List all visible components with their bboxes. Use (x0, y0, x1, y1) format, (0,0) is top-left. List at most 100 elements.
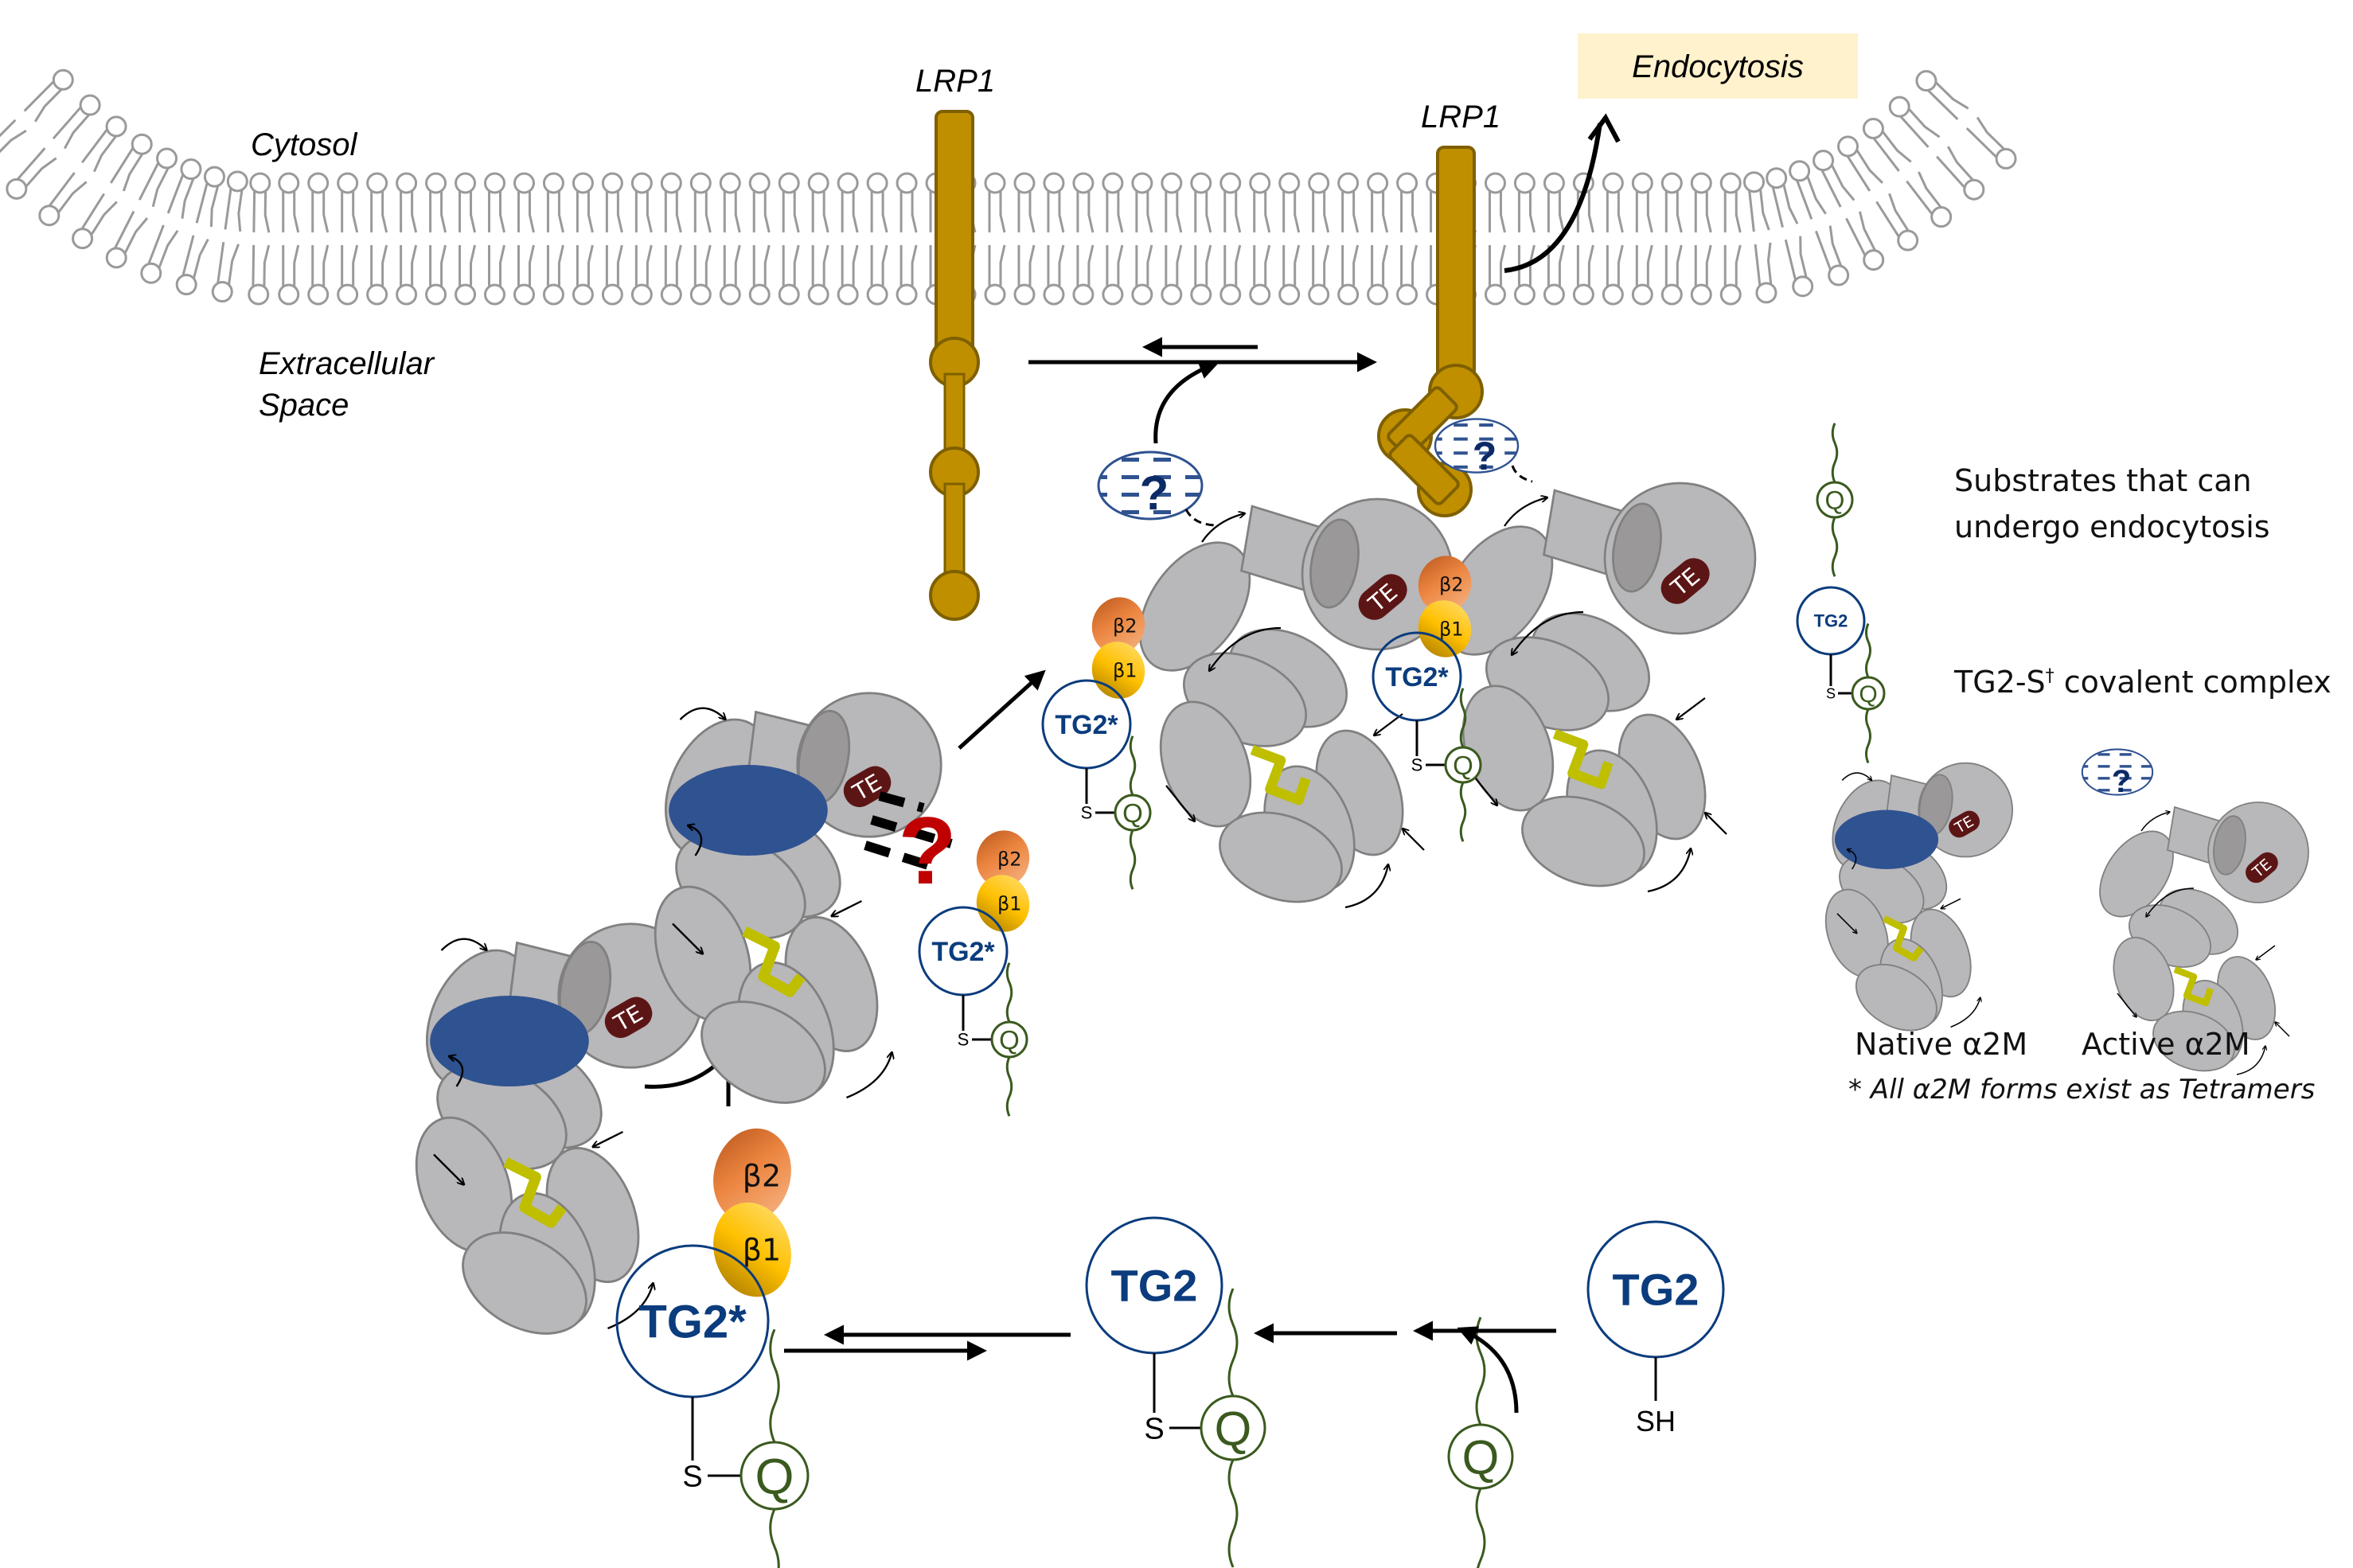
lipid (542, 172, 564, 306)
lipid (396, 172, 418, 306)
thiol-label: SH (1636, 1405, 1676, 1437)
lipid (1131, 172, 1153, 306)
lipid (1072, 172, 1095, 306)
lipid (807, 172, 829, 306)
beta1-domain (1418, 600, 1472, 657)
substrate-q-label: Q (1453, 751, 1473, 780)
tg2-label: TG2 (1613, 1265, 1699, 1315)
lrp1-label-left: LRP1 (915, 64, 995, 99)
beta2-domain (1418, 556, 1472, 614)
legend-complex-label: TG2-S† covalent complex (1953, 665, 2332, 700)
extracellular-label-line2: Space (259, 388, 349, 423)
lipid (1742, 171, 1777, 304)
sulfur-label: S (1826, 685, 1836, 701)
lipid (1836, 135, 1919, 252)
active-a2m-lrp1-bound-complex: ? (1420, 418, 1755, 902)
lipid (778, 172, 800, 306)
lipid (572, 172, 594, 306)
beta1-label: β1 (1113, 659, 1137, 681)
lipid (837, 172, 859, 306)
lipid (1513, 172, 1535, 306)
substrate-q-label: Q (999, 1025, 1020, 1055)
lipid (307, 172, 330, 306)
lipid (248, 172, 271, 306)
tg2-label: TG2* (1055, 710, 1118, 740)
lipid (1278, 172, 1301, 306)
endocytosis-arrow (1504, 123, 1602, 273)
cytosol-label: Cytosol (251, 127, 357, 162)
lipid (1308, 172, 1330, 306)
unknown-receptor-site-icon: ? (1140, 466, 1169, 520)
tg2-label: TG2* (638, 1296, 747, 1348)
lipid (719, 172, 741, 306)
lipid (866, 172, 888, 306)
lipid (72, 133, 153, 250)
substrate-q-icon: Q (990, 962, 1028, 1117)
lipid (211, 170, 248, 303)
legend-tetramer-footnote: * All α2M forms exist as Tetramers (1848, 1074, 2315, 1106)
endocytosis-box: Endocytosis (1578, 33, 1858, 99)
sulfur-label: S (958, 1030, 970, 1050)
sulfur-label: S (682, 1460, 702, 1493)
beta1-label: β1 (743, 1232, 781, 1267)
lipid (105, 147, 178, 269)
lipid (1888, 96, 1985, 201)
extracellular-label-line1: Extracellular (259, 346, 435, 381)
beta2-domain (713, 1128, 791, 1223)
substrate-q-icon: Q (1447, 1316, 1514, 1568)
tg2-label: TG2* (931, 937, 995, 967)
beta2-label: β2 (997, 848, 1022, 871)
lipid (1789, 160, 1850, 287)
beta1-label: β1 (1439, 618, 1464, 640)
lipid (1367, 172, 1389, 306)
lipid (484, 172, 506, 306)
substrate-q-icon: Q (1444, 688, 1482, 842)
lipid (1396, 172, 1418, 306)
lipid (1766, 167, 1814, 298)
legend-substrate-line1: Substrates that can (1954, 463, 2252, 498)
substrate-q-label: Q (1825, 486, 1845, 515)
lipid (1249, 172, 1271, 306)
lipid (1915, 70, 2017, 170)
native-a2m-complex (399, 924, 702, 1355)
sulfur-label: S (1081, 803, 1093, 823)
legend-substrate-line2: undergo endocytosis (1954, 509, 2270, 544)
beta2-domain (1091, 597, 1145, 655)
lipid (455, 172, 477, 306)
lipid (1013, 172, 1036, 306)
lipid (513, 172, 535, 306)
lipid (1543, 172, 1565, 306)
lipid (337, 172, 359, 306)
lrp1-label-right: LRP1 (1421, 99, 1500, 135)
lipid (366, 172, 388, 306)
lipid (601, 172, 623, 306)
substrate-q-icon: Q (1851, 622, 1886, 764)
beta2-domain (976, 830, 1030, 888)
lipid (660, 172, 682, 306)
lipid (1337, 172, 1360, 306)
lipid (1631, 172, 1653, 306)
tg2-label: TG2* (1385, 662, 1449, 692)
a2m-tg2-binding-intermediate: ? (638, 693, 957, 1124)
beta2-label: β2 (743, 1158, 781, 1193)
lipid (278, 172, 300, 306)
substrate-q-label: Q (1122, 798, 1143, 828)
substrate-q-icon: Q (1114, 735, 1152, 890)
lipid (984, 172, 1006, 306)
tg2-label: TG2 (1111, 1261, 1198, 1311)
legend-active-a2m-label: Active α2M (2082, 1027, 2250, 1062)
lipid (896, 172, 918, 306)
lipid (1862, 117, 1953, 228)
beta1-label: β1 (997, 892, 1022, 915)
legend-native-a2m-icon (1814, 763, 2012, 1044)
lipid-bilayer-membrane (0, 68, 2017, 306)
lipid (425, 172, 447, 306)
lipid (1219, 172, 1242, 306)
